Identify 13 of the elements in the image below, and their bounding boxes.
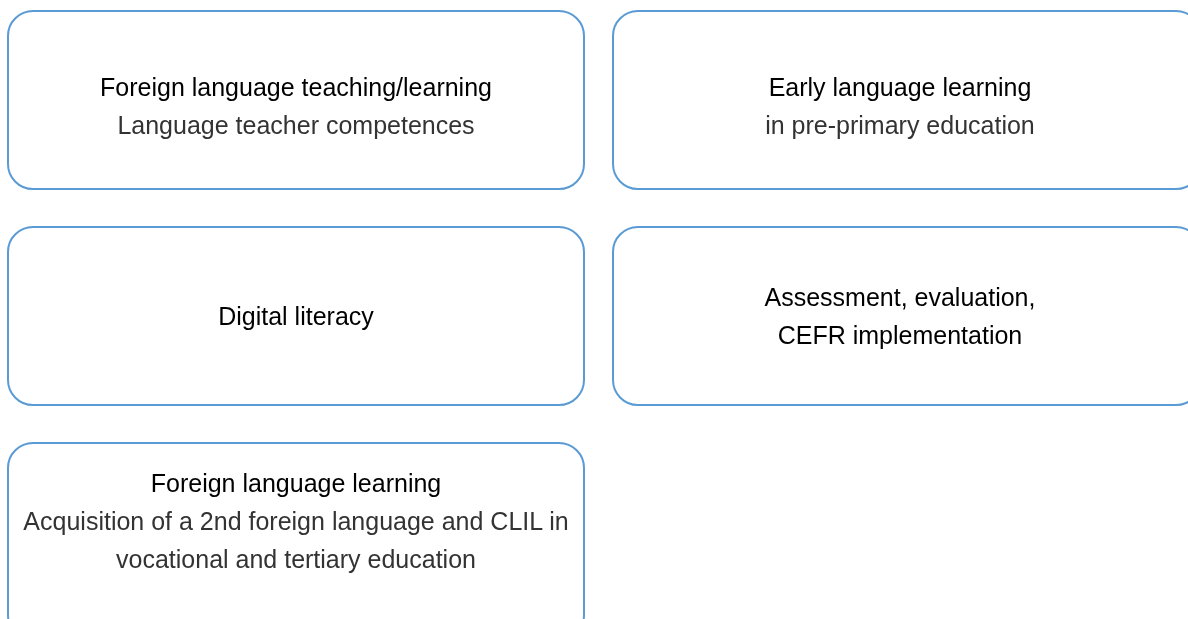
rounded-box bbox=[7, 442, 585, 619]
box-heading: Foreign language teaching/learning bbox=[100, 72, 492, 103]
box-heading: Assessment, evaluation, CEFR implementation bbox=[763, 282, 1037, 351]
rounded-box bbox=[612, 226, 1188, 406]
box-description: Language teacher competences bbox=[117, 110, 475, 141]
box-description: in pre-primary education bbox=[765, 110, 1035, 141]
rounded-box bbox=[7, 226, 585, 406]
box-heading: Early language learning bbox=[768, 72, 1032, 103]
rounded-box bbox=[7, 10, 585, 190]
rounded-box bbox=[612, 10, 1188, 190]
box-heading: Foreign language learning bbox=[150, 468, 442, 499]
box-description: Acquisition of a 2nd foreign language and CLIL in vocational and tertiary education bbox=[22, 506, 570, 575]
box-heading: Digital literacy bbox=[218, 301, 374, 332]
